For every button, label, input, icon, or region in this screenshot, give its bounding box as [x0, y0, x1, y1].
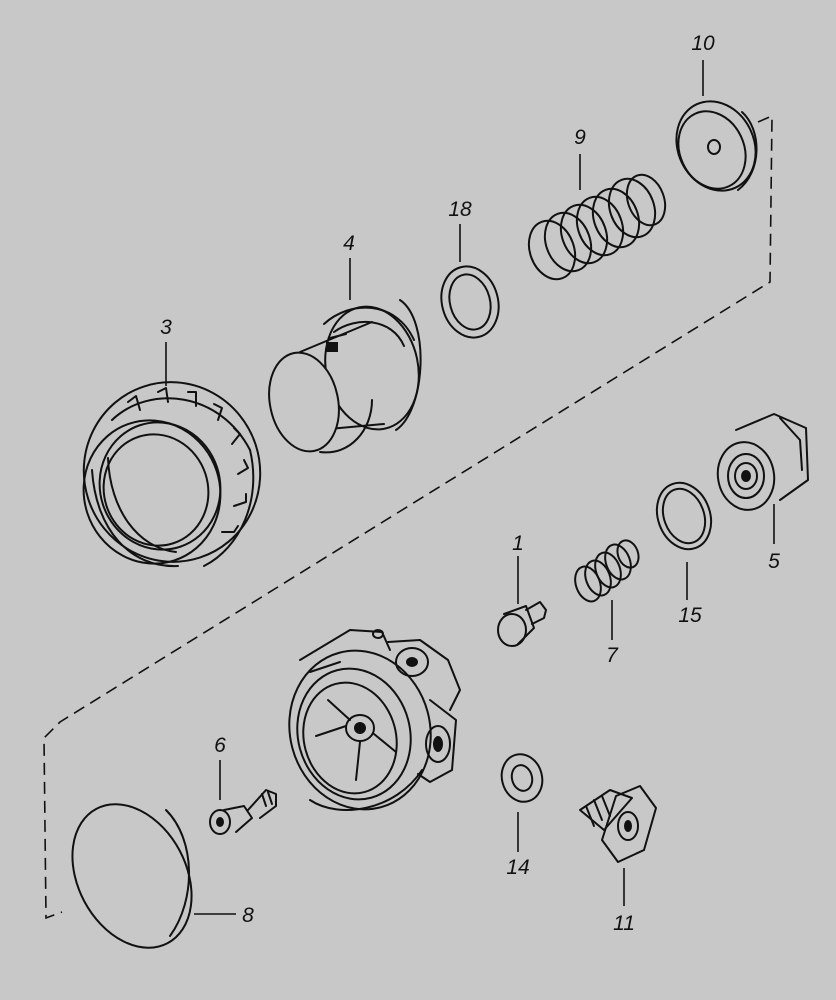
leader-lines	[165, 60, 775, 915]
part-11-plug-screw	[579, 785, 657, 863]
part-9-coil-spring	[527, 173, 667, 281]
callout-9: 9	[574, 126, 586, 149]
part-18-washer	[440, 265, 500, 339]
part-4-housing-cap	[268, 299, 422, 454]
callout-10: 10	[691, 32, 715, 55]
part-15-o-ring	[655, 481, 713, 551]
assembly-axis-dashed-line	[43, 114, 773, 920]
callout-7: 7	[606, 644, 619, 667]
callout-15: 15	[678, 604, 702, 627]
part-8-cover-disc	[71, 803, 193, 949]
part-6-valve	[209, 789, 277, 835]
callout-3: 3	[160, 316, 172, 339]
callout-6: 6	[214, 734, 226, 757]
part-1-valve-plunger	[497, 601, 547, 647]
part-10-spring-seat	[675, 100, 758, 192]
callout-8: 8	[242, 904, 254, 927]
callout-18: 18	[448, 198, 472, 221]
callout-4: 4	[343, 232, 355, 255]
callout-5: 5	[768, 550, 780, 573]
part-5-adapter-nut	[716, 413, 809, 511]
callout-11: 11	[613, 912, 635, 935]
callout-14: 14	[506, 856, 529, 879]
part-3-threaded-ring	[82, 381, 262, 568]
callout-1: 1	[512, 532, 524, 555]
valve-body	[288, 629, 461, 811]
part-7-small-spring	[574, 539, 640, 603]
part-14-washer	[500, 753, 544, 803]
